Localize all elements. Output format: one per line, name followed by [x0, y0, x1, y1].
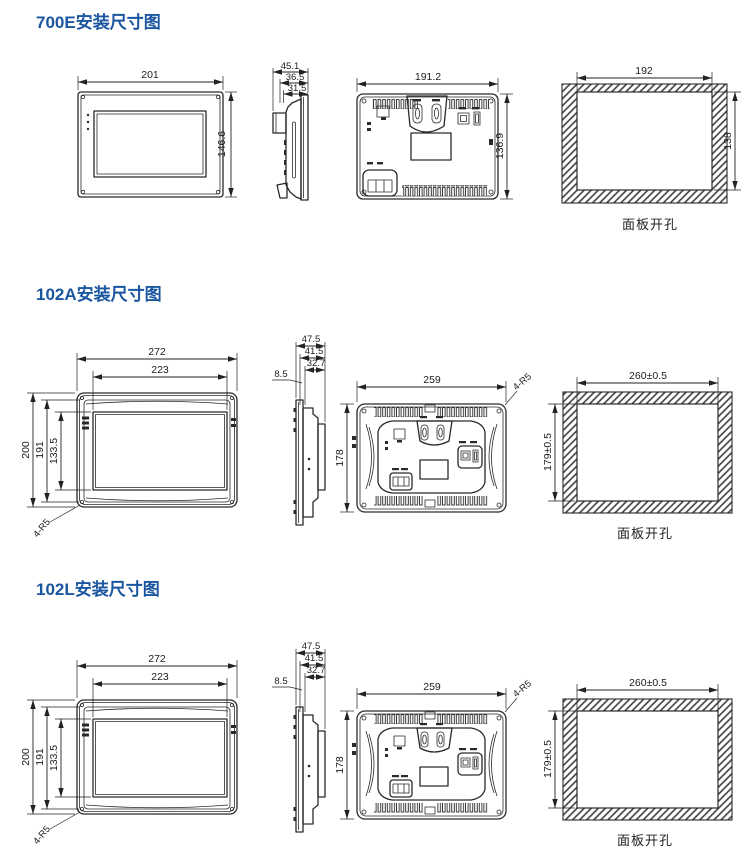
700e-rear-view: 191.2 136.9	[356, 71, 513, 200]
700e-rear-width-dim: 191.2	[415, 71, 441, 83]
102l-dim-labels: 272 223 200 191 133.5 4-R5 47.5 41.5 32.…	[20, 641, 673, 848]
102a-front-corner-radius-callout: 4-R5	[31, 517, 53, 540]
102l-cutout-width-dim: 260±0.5	[629, 677, 667, 689]
700e-front-width-dim: 201	[141, 69, 159, 81]
102a-front-screen-height-dim: 133.5	[48, 438, 60, 464]
102a-front-screen-width-dim: 223	[151, 364, 169, 376]
102l-rear-width-dim: 259	[423, 681, 441, 693]
700e-cutout-width-dim: 192	[635, 65, 653, 77]
102a-rear-height-dim: 178	[334, 449, 346, 467]
102a-rear-corner-radius-callout: 4-R5	[511, 371, 534, 393]
102a-front-outer-width-dim: 272	[148, 346, 166, 358]
102a-side-depth2-dim: 41.5	[305, 346, 324, 357]
700e-front-height-dim: 146.6	[216, 131, 228, 157]
102l-front-bezel-height-dim: 191	[34, 748, 46, 766]
700e-panel-cutout: 192 138 面板开孔	[561, 65, 741, 232]
700e-side-depth2-dim: 36.5	[286, 72, 305, 83]
102a-row-drawing	[27, 342, 732, 525]
102l-front-corner-radius-callout: 4-R5	[31, 824, 53, 847]
700e-cutout-height-dim: 138	[722, 132, 734, 150]
102a-front-outer-height-dim: 200	[20, 441, 32, 459]
102l-cutout-caption: 面板开孔	[617, 833, 673, 848]
102l-front-outer-height-dim: 200	[20, 748, 32, 766]
102l-side-depth3-dim: 32.7	[307, 665, 326, 676]
102l-row-drawing	[27, 649, 732, 832]
700e-cutout-caption: 面板开孔	[622, 217, 678, 232]
102a-cutout-height-dim: 179±0.5	[542, 433, 554, 471]
102l-side-bezel-offset-dim: 8.5	[274, 676, 287, 687]
700e-side-depth1-dim: 45.1	[281, 61, 300, 72]
102a-side-depth3-dim: 32.7	[307, 358, 326, 369]
102l-front-screen-width-dim: 223	[151, 671, 169, 683]
102l-side-depth1-dim: 47.5	[302, 641, 321, 652]
102a-side-bezel-offset-dim: 8.5	[274, 369, 287, 380]
section-title-102l: 102L安装尺寸图	[36, 580, 160, 599]
700e-front-view: 201 146.6	[77, 69, 237, 198]
102l-rear-corner-radius-callout: 4-R5	[511, 678, 534, 700]
102l-rear-height-dim: 178	[334, 756, 346, 774]
section-title-700e: 700E安装尺寸图	[36, 13, 161, 32]
700e-side-depth3-dim: 31.5	[288, 83, 307, 94]
102l-cutout-height-dim: 179±0.5	[542, 740, 554, 778]
section-title-102a: 102A安装尺寸图	[36, 285, 162, 304]
102a-cutout-caption: 面板开孔	[617, 526, 673, 541]
102a-side-depth1-dim: 47.5	[302, 334, 321, 345]
700e-row: 201 146.6 45.1 36.5	[77, 61, 741, 232]
102a-rear-width-dim: 259	[423, 374, 441, 386]
700e-side-view: 45.1 36.5 31.5	[272, 61, 309, 201]
102l-side-depth2-dim: 41.5	[305, 653, 324, 664]
102l-front-screen-height-dim: 133.5	[48, 745, 60, 771]
102a-front-bezel-height-dim: 191	[34, 441, 46, 459]
102a-cutout-width-dim: 260±0.5	[629, 370, 667, 382]
700e-rear-height-dim: 136.9	[494, 133, 506, 159]
102l-front-outer-width-dim: 272	[148, 653, 166, 665]
